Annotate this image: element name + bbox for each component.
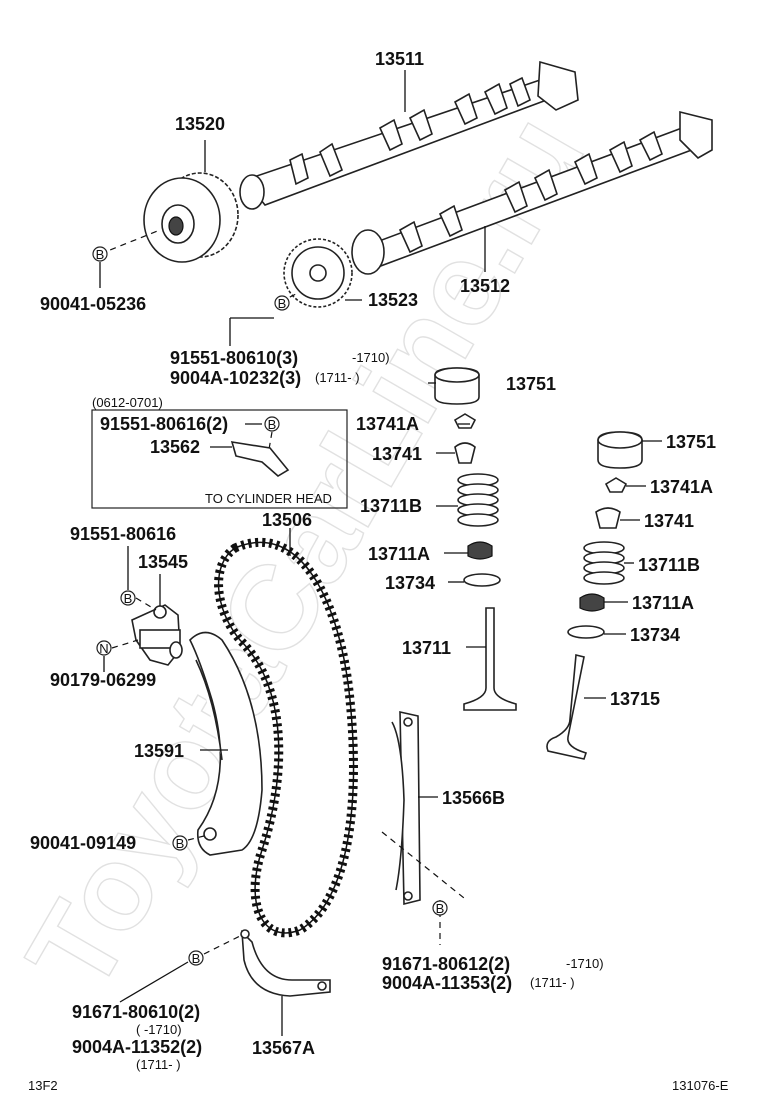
inset-box-13562: (0612-0701) 91551-80616(2) B 13562 TO CY… (91, 395, 348, 509)
nut-marker: N (96, 640, 112, 656)
label-91551-80616-2[interactable]: 91551-80616(2) (100, 414, 228, 434)
watermark: ToyotaCarLine.ru (1, 93, 609, 1013)
svg-text:N: N (99, 641, 108, 656)
range-9004A-11352: (1711- ) (136, 1057, 181, 1072)
label-13545[interactable]: 13545 (138, 552, 188, 572)
footer-code-right: 131076-E (672, 1078, 729, 1093)
label-13520[interactable]: 13520 (175, 114, 225, 134)
chain-guide-13566B[interactable] (391, 710, 421, 906)
label-91551-80616[interactable]: 91551-80616 (70, 524, 176, 544)
camshaft-13511[interactable] (239, 60, 579, 210)
label-13715[interactable]: 13715 (610, 689, 660, 709)
svg-text:B: B (176, 836, 185, 851)
bolt-marker: B (92, 246, 108, 262)
spring-13711B-right[interactable] (583, 541, 625, 585)
bolt-marker: B (432, 900, 448, 916)
label-13734-right[interactable]: 13734 (630, 625, 680, 645)
label-13711A-right[interactable]: 13711A (632, 593, 694, 613)
label-13734-left[interactable]: 13734 (385, 573, 435, 593)
tensioner-13545[interactable] (131, 604, 183, 666)
range-9004A-10232: (1711- ) (315, 370, 360, 385)
label-13751-left[interactable]: 13751 (506, 374, 556, 394)
label-91671-80612[interactable]: 91671-80612(2) (382, 954, 510, 974)
seal-13711A-right[interactable] (579, 593, 605, 612)
svg-text:B: B (192, 951, 201, 966)
range-91671-80612: -1710) (566, 956, 604, 971)
label-13711B-left[interactable]: 13711B (360, 496, 422, 516)
label-90041-05236[interactable]: 90041-05236 (40, 294, 146, 314)
timing-chain-13506[interactable] (214, 537, 358, 938)
label-13741-left[interactable]: 13741 (372, 444, 422, 464)
label-13711A-left[interactable]: 13711A (368, 544, 430, 564)
label-91551-80610[interactable]: 91551-80610(3) (170, 348, 298, 368)
bolt-marker: B (274, 295, 290, 311)
inset-note: TO CYLINDER HEAD (205, 491, 332, 506)
chain-guide-13567A[interactable] (240, 929, 331, 997)
label-13711B-right[interactable]: 13711B (638, 555, 700, 575)
retainer-13741-left[interactable] (454, 442, 476, 464)
label-13512[interactable]: 13512 (460, 276, 510, 296)
label-13506[interactable]: 13506 (262, 510, 312, 530)
chain-slipper-13591[interactable] (189, 631, 263, 856)
label-13751-right[interactable]: 13751 (666, 432, 716, 452)
svg-text:B: B (278, 296, 287, 311)
label-9004A-10232[interactable]: 9004A-10232(3) (170, 368, 301, 388)
bolt-marker: B (188, 950, 204, 966)
svg-text:B: B (268, 417, 277, 432)
range-91551-80610: -1710) (352, 350, 390, 365)
svg-text:B: B (124, 591, 133, 606)
bolt-marker: B (172, 835, 188, 851)
label-13741A-right[interactable]: 13741A (650, 477, 713, 497)
label-9004A-11353[interactable]: 9004A-11353(2) (382, 973, 512, 993)
valve-13711[interactable] (463, 607, 517, 711)
bolt-marker: B (120, 590, 136, 606)
seal-13711A-left[interactable] (467, 541, 493, 560)
valve-13715[interactable] (546, 653, 588, 760)
label-9004A-11352[interactable]: 9004A-11352(2) (72, 1037, 202, 1057)
label-13591[interactable]: 13591 (134, 741, 184, 761)
label-13567A[interactable]: 13567A (252, 1038, 315, 1058)
valve-stack-left (428, 367, 517, 711)
retainer-13741-right[interactable] (595, 507, 621, 529)
label-91671-80610[interactable]: 91671-80610(2) (72, 1002, 200, 1022)
vvt-sprocket-13520[interactable] (143, 172, 239, 263)
label-13511[interactable]: 13511 (375, 49, 424, 69)
svg-text:B: B (436, 901, 445, 916)
label-13741-right[interactable]: 13741 (644, 511, 694, 531)
label-90179-06299[interactable]: 90179-06299 (50, 670, 156, 690)
plate-13562[interactable] (230, 441, 290, 477)
label-13711[interactable]: 13711 (402, 638, 451, 658)
footer-code-left: 13F2 (28, 1078, 58, 1093)
seat-13734-left[interactable] (463, 573, 501, 587)
sprocket-13523[interactable] (283, 238, 353, 308)
range-91671-80610: ( -1710) (136, 1022, 182, 1037)
keeper-13741A-right[interactable] (604, 477, 628, 493)
spring-13711B-left[interactable] (457, 473, 499, 527)
svg-text:B: B (96, 247, 105, 262)
label-90041-09149[interactable]: 90041-09149 (30, 833, 136, 853)
camshaft-13512[interactable] (351, 110, 713, 275)
label-13741A-left[interactable]: 13741A (356, 414, 419, 434)
label-13523[interactable]: 13523 (368, 290, 418, 310)
range-9004A-11353: (1711- ) (530, 975, 575, 990)
label-13562[interactable]: 13562 (150, 437, 200, 457)
inset-date-range: (0612-0701) (92, 395, 163, 410)
seat-13734-right[interactable] (567, 625, 605, 639)
valve-stack-right (546, 431, 662, 760)
label-13566B[interactable]: 13566B (442, 788, 505, 808)
